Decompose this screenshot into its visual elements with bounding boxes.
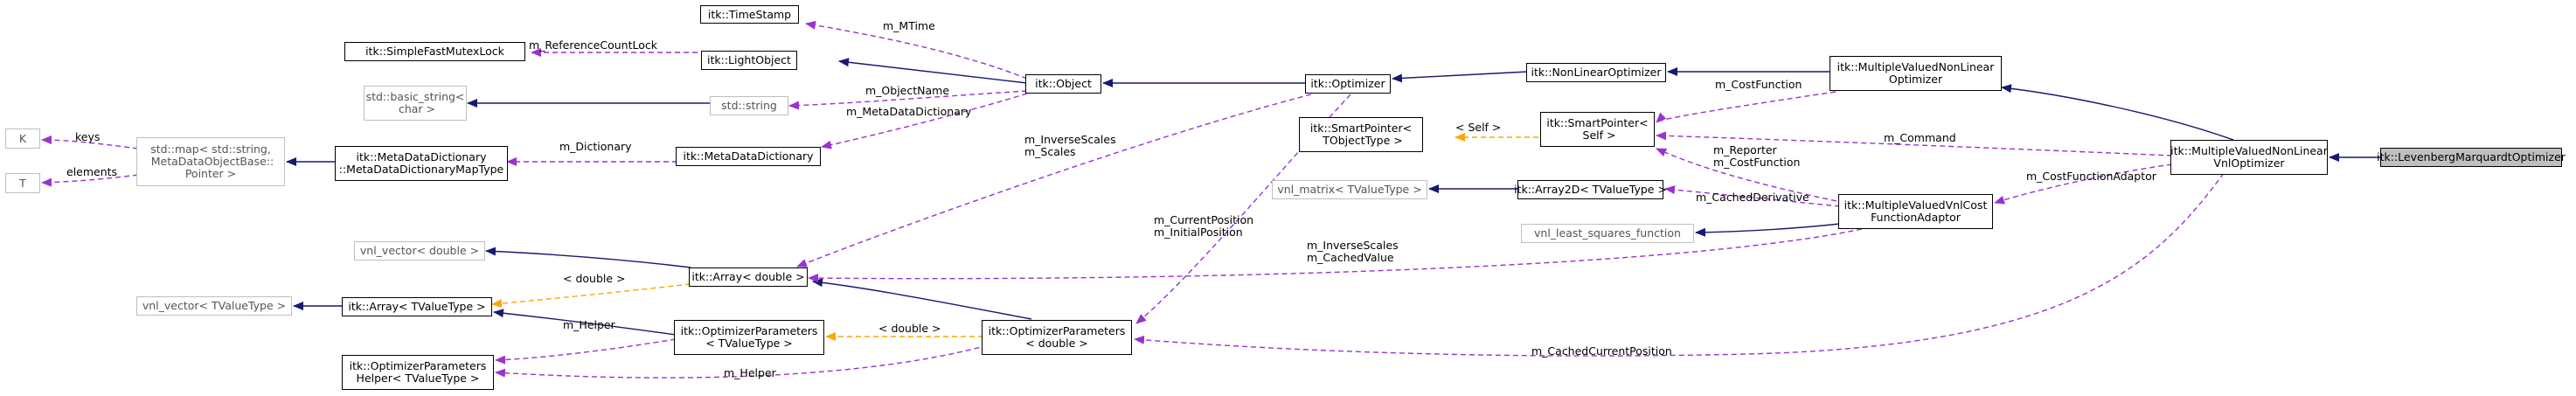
node-timestamp[interactable]: itk::TimeStamp xyxy=(700,5,799,24)
label-m-cachedderivative: m_CachedDerivative xyxy=(1696,191,1809,204)
label-keys: keys xyxy=(75,130,100,143)
node-smartpointer-self[interactable]: itk::SmartPointer< Self > xyxy=(1540,112,1655,147)
node-optimizerparameters-double[interactable]: itk::OptimizerParameters < double > xyxy=(982,320,1132,355)
node-vnl-least-squares-function: vnl_least_squares_function xyxy=(1521,224,1694,243)
node-array-tvaluetype[interactable]: itk::Array< TValueType > xyxy=(342,297,492,316)
edge-usage-costfunction xyxy=(1656,91,1837,123)
label-m-helper-top: m_Helper xyxy=(563,318,616,331)
node-nonlinearoptimizer[interactable]: itk::NonLinearOptimizer xyxy=(1526,63,1666,82)
edge-mvvnl-mvnonlinear xyxy=(2001,84,2234,141)
label-double-array: < double > xyxy=(563,272,626,285)
node-optimizer[interactable]: itk::Optimizer xyxy=(1305,74,1391,94)
label-m-mtime: m_MTime xyxy=(883,19,935,32)
node-lightobject[interactable]: itk::LightObject xyxy=(701,51,797,70)
edge-params-double-array-double xyxy=(812,278,1032,320)
edge-nonlinear-optimizer xyxy=(1392,71,1529,83)
edge-usage-mtime xyxy=(805,20,1028,80)
node-levenbergmarquardtoptimizer[interactable]: itk::LevenbergMarquardtOptimizer xyxy=(2377,148,2566,167)
edge-array-double-vnl xyxy=(485,247,691,268)
node-t: T xyxy=(5,173,40,193)
edge-usage-inversescales-cachedvalue xyxy=(808,228,1863,283)
node-costfunctionadaptor[interactable]: itk::MultipleValuedVnlCost FunctionAdapt… xyxy=(1838,194,1993,229)
label-elements: elements xyxy=(66,165,117,178)
node-optimizerparameters-tvaluetype[interactable]: itk::OptimizerParameters < TValueType > xyxy=(674,320,824,355)
node-array-double[interactable]: itk::Array< double > xyxy=(689,267,808,287)
node-k: K xyxy=(5,129,40,149)
node-multiplevaluednonlinearvnloptimizer[interactable]: itk::MultipleValuedNonLinear VnlOptimize… xyxy=(2170,140,2328,175)
edge-usage-inversescales-scales xyxy=(796,94,1312,267)
label-m-dictionary: m_Dictionary xyxy=(559,140,632,153)
node-simplefastmutexlock[interactable]: itk::SimpleFastMutexLock xyxy=(344,42,525,61)
node-vnl-vector-tvaluetype: vnl_vector< TValueType > xyxy=(136,296,292,316)
edge-usage-metadatadict xyxy=(821,93,1028,149)
edge-cfa-lsf xyxy=(1695,223,1841,237)
edge-usage-keys xyxy=(41,135,139,149)
label-m-cachedcurrentposition: m_CachedCurrentPosition xyxy=(1531,344,1672,358)
label-m-costfunctionadaptor: m_CostFunctionAdaptor xyxy=(2026,170,2157,183)
edge-usage-helper-top xyxy=(495,338,677,365)
node-metadatadictionary[interactable]: itk::MetaDataDictionary xyxy=(676,147,821,166)
label-m-command: m_Command xyxy=(1884,131,1956,144)
node-multiplevaluednonlinearoptimizer[interactable]: itk::MultipleValuedNonLinear Optimizer xyxy=(1830,56,2002,91)
node-std-map: std::map< std::string, MetaDataObjectBas… xyxy=(136,137,285,186)
node-array2d[interactable]: itk::Array2D< TValueType > xyxy=(1514,180,1667,199)
edge-usage-helper-bottom xyxy=(495,344,989,379)
edge-params-tvt-array-tvt xyxy=(493,309,677,336)
node-basic-string: std::basic_string< char > xyxy=(364,86,467,121)
label-m-refcount: m_ReferenceCountLock xyxy=(529,38,658,52)
label-double-params: < double > xyxy=(878,322,941,335)
node-object[interactable]: itk::Object xyxy=(1025,74,1101,94)
node-vnl-matrix: vnl_matrix< TValueType > xyxy=(1272,180,1427,199)
edge-usage-elements xyxy=(41,174,139,187)
label-m-objectname: m_ObjectName xyxy=(865,84,949,97)
label-m-costfunction: m_CostFunction xyxy=(1715,78,1802,91)
edge-template-array-double xyxy=(491,283,691,309)
edge-usage-command xyxy=(1656,131,2173,156)
edge-usage-reporter xyxy=(1656,148,1871,209)
node-optimizerparametershelper[interactable]: itk::OptimizerParameters Helper< TValueT… xyxy=(342,355,494,390)
node-smartpointer-tobjecttype[interactable]: itk::SmartPointer< TObjectType > xyxy=(1299,117,1423,152)
label-m-helper-bottom: m_Helper xyxy=(724,366,777,379)
label-m-metadatadictionary: m_MetaDataDictionary xyxy=(846,105,972,118)
node-vnl-vector-double: vnl_vector< double > xyxy=(354,241,485,261)
node-std-string: std::string xyxy=(710,96,788,115)
node-metadatadictionarymaptype[interactable]: itk::MetaDataDictionary ::MetaDataDictio… xyxy=(335,146,508,181)
edge-usage-costfunctionadaptor xyxy=(1994,163,2173,205)
edge-object-lightobject xyxy=(838,58,1028,84)
edge-usage-objectname xyxy=(788,90,1028,110)
edge-usage-cachedderivative xyxy=(1664,185,1841,207)
label-self: < Self > xyxy=(1455,121,1501,134)
